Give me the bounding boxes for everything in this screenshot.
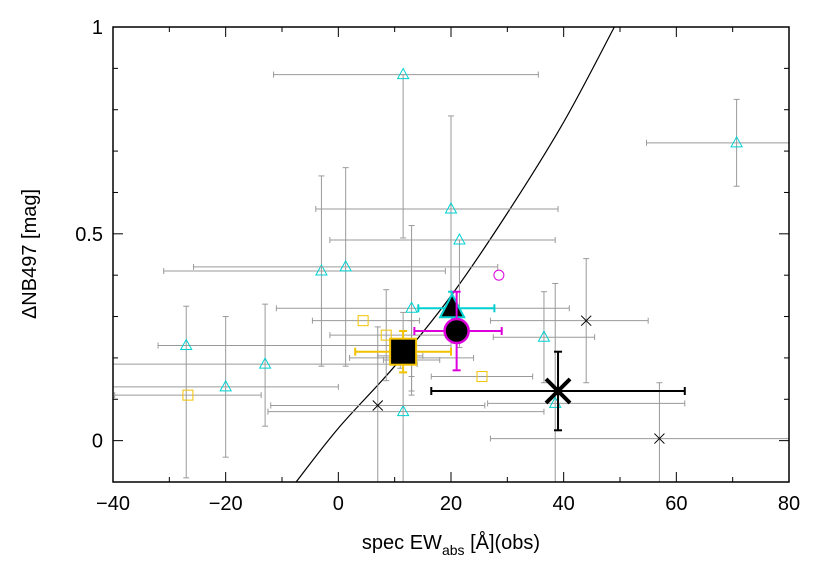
triangle-marker [258,357,272,369]
data-point [270,326,486,482]
data-point [493,269,505,281]
tick-labels: −40 −20 0 20 40 60 80 0 0.5 1 [75,17,800,515]
x-marker [654,433,665,444]
data-point [413,290,503,372]
square-marker [182,389,194,401]
data-point [489,382,789,482]
x-tick-label: −20 [209,493,243,515]
data-point [430,350,686,432]
x-tick-label: 0 [333,493,344,515]
data-point [113,303,418,427]
circle-marker [493,269,505,281]
triangle-marker [537,330,551,342]
triangle-marker [730,135,743,148]
triangle-marker [179,338,193,350]
data-point [113,316,339,458]
triangle-marker [453,232,466,245]
large-square-marker [389,337,418,366]
x-tick-label: 80 [778,493,800,515]
x-marker [580,315,592,327]
square-marker [357,315,369,327]
x-axis-title-main: spec EW [362,532,442,554]
triangle-marker [396,404,410,417]
triangle-marker [219,379,233,392]
data-point [193,167,499,367]
large-triangle-marker [438,292,466,319]
plot-frame [112,26,790,483]
triangle-marker [339,259,353,272]
y-tick-label: 0.5 [75,224,103,246]
data-point [114,389,262,401]
x-tick-label: 40 [553,493,575,515]
data-points [113,67,789,482]
triangle-marker [444,201,458,214]
square-marker [380,329,392,341]
large-circle-marker [443,317,470,345]
model-curve-line [295,27,615,482]
large-x-marker [544,377,572,405]
y-tick-label: 1 [92,17,103,39]
data-point [492,291,596,384]
data-point [329,289,449,382]
square-marker [476,371,488,383]
data-point [354,330,452,374]
data-point [430,371,534,383]
y-axis-title: ΔNB497 [mag] [19,189,41,319]
data-point [489,258,649,384]
data-point [645,98,789,187]
data-point [315,115,559,309]
x-axis-title-rest: [Å](obs) [465,531,541,554]
data-point [273,67,539,239]
y-tick-label: 0 [92,431,103,453]
x-marker [372,400,384,411]
x-tick-label: −40 [96,493,130,515]
triangle-marker [315,264,328,276]
x-axis-title: spec EWabs [Å](obs) [362,531,540,558]
data-point [163,175,446,367]
model-curve [295,27,615,482]
x-axis-title-sub: abs [442,542,465,558]
triangle-marker [405,301,418,313]
x-tick-label: 60 [665,493,687,515]
data-point [311,315,420,327]
triangle-marker [396,67,410,80]
x-tick-label: 20 [440,493,462,515]
axis-ticks [112,26,790,483]
